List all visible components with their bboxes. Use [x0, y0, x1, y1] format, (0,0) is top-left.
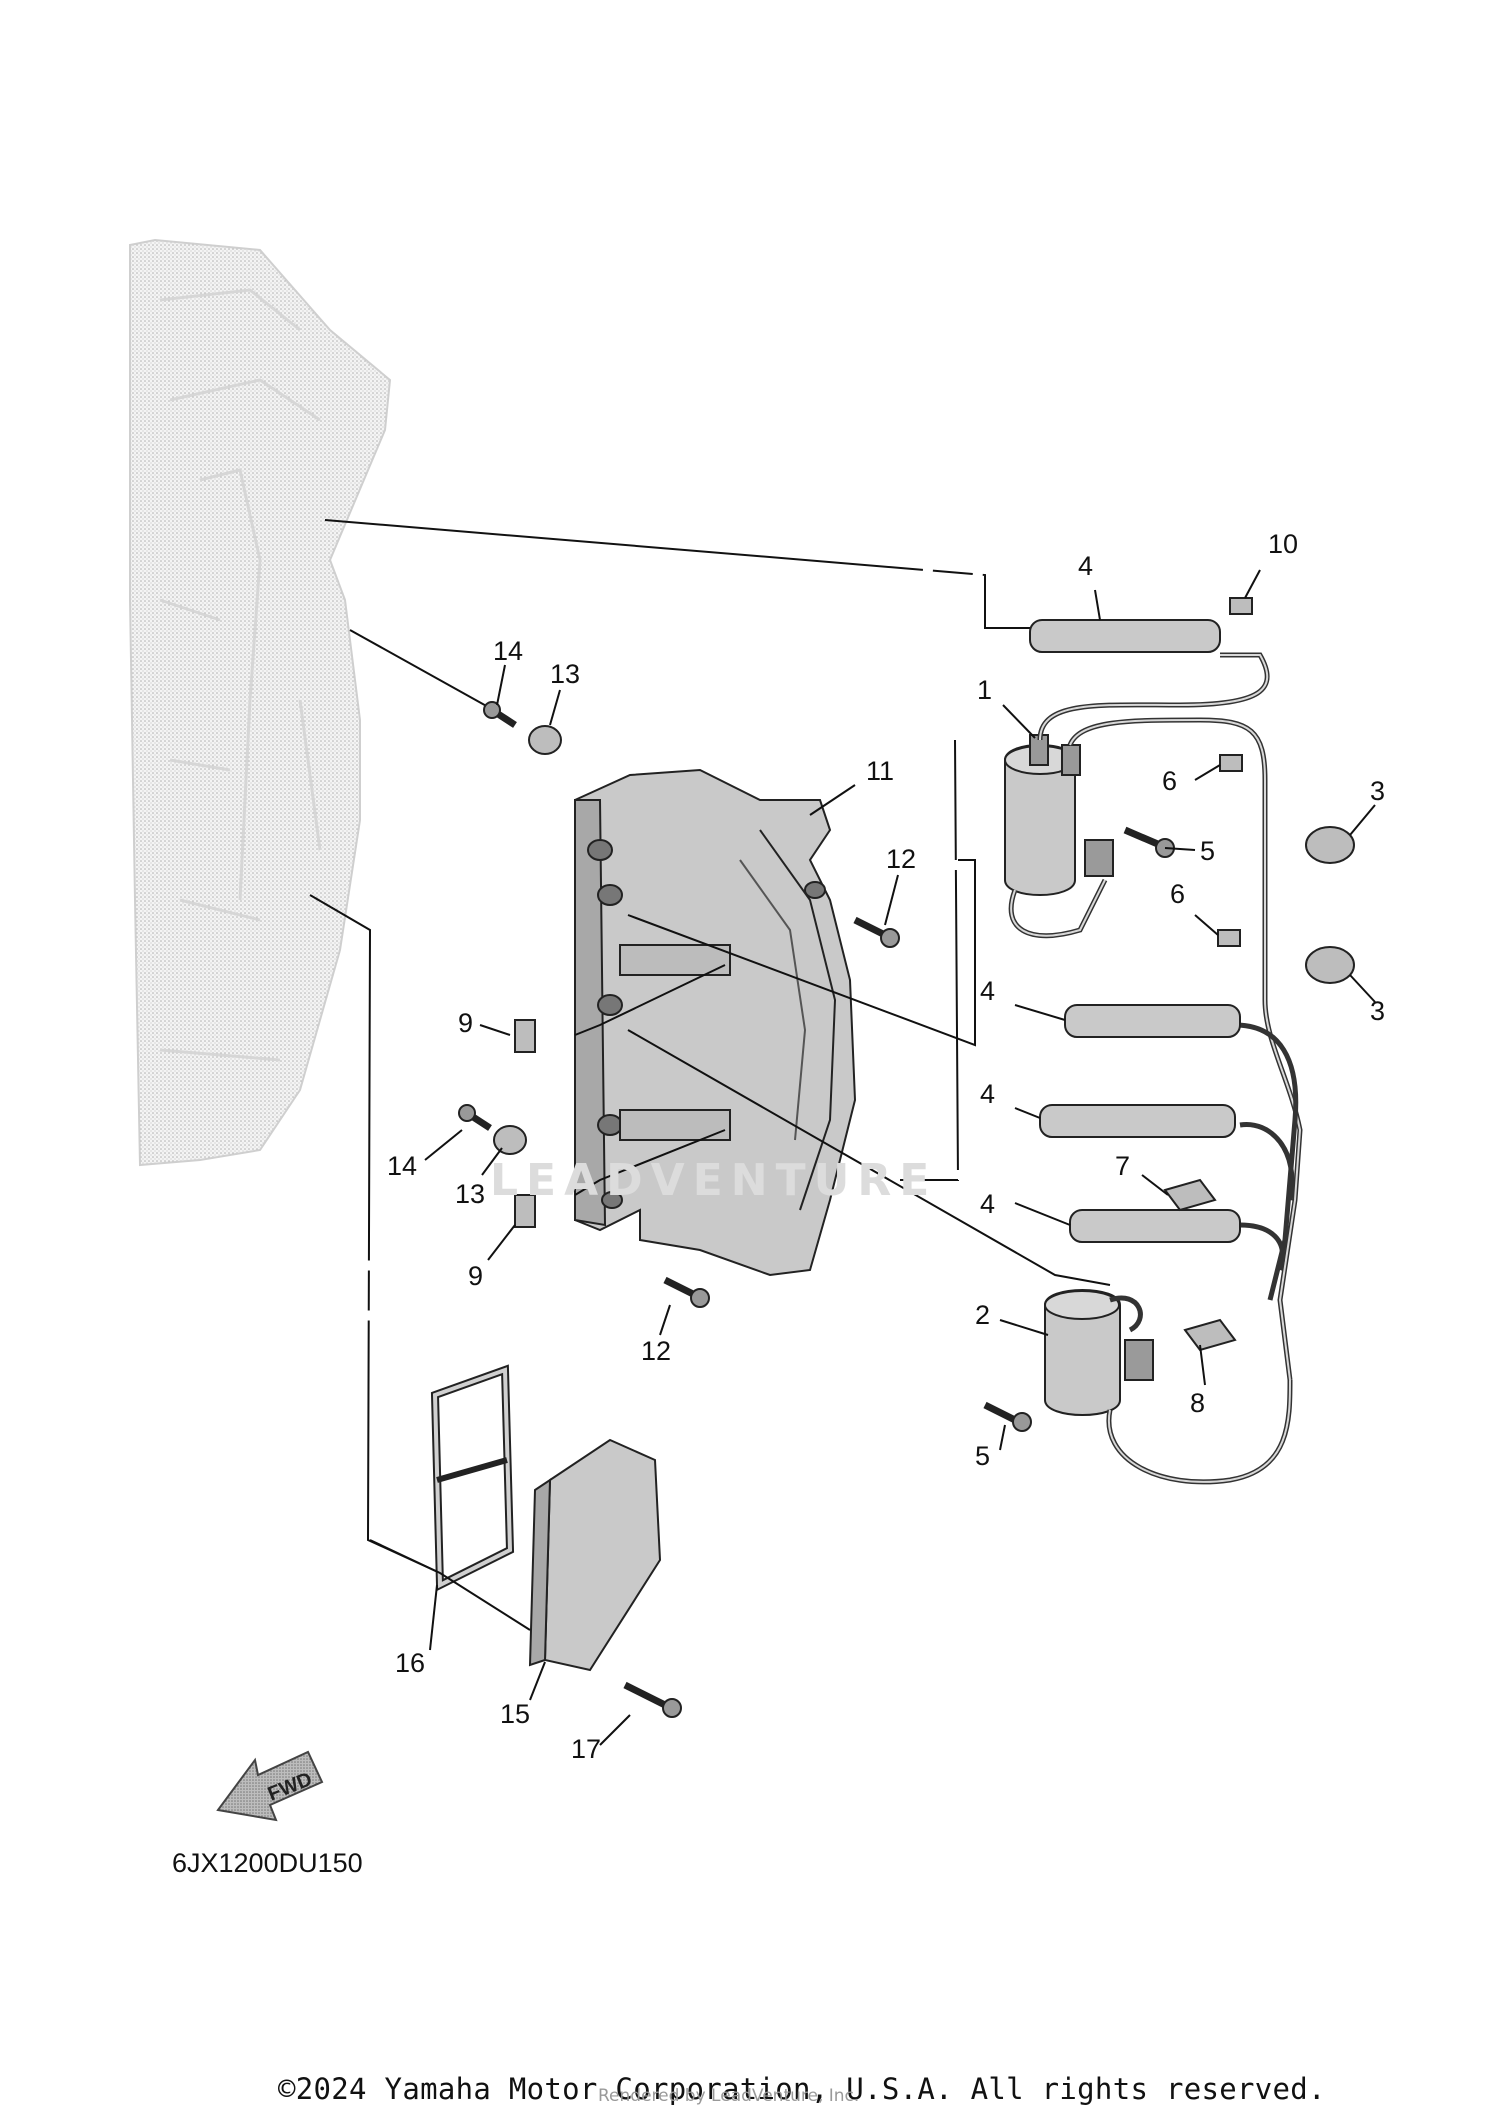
callout-9b: 9 [468, 1261, 483, 1291]
callout-13a: 13 [550, 659, 580, 689]
callout-10: 10 [1268, 529, 1298, 559]
callout-4d: 4 [980, 1189, 995, 1219]
assembly-lines [309, 519, 1030, 1574]
part-15-cover [528, 1438, 662, 1672]
callout-leaders [424, 569, 1376, 1746]
callout-4c: 4 [980, 1079, 995, 1109]
part-2-ignition-coil [1044, 1289, 1293, 1485]
lower-leaders [369, 1539, 531, 1631]
callout-3b: 3 [1370, 996, 1385, 1026]
bracket-leaders [574, 859, 1111, 1286]
small-parts [458, 597, 1355, 1718]
callout-16: 16 [395, 1648, 425, 1678]
callout-15: 15 [500, 1699, 530, 1729]
callout-14a: 14 [493, 636, 523, 666]
callout-6a: 6 [1162, 766, 1177, 796]
callout-13b: 13 [455, 1179, 485, 1209]
callout-11: 11 [866, 756, 894, 786]
part-4-plug-caps [1029, 619, 1241, 1243]
watermark: LEADVENTURE [490, 1155, 937, 1206]
callout-3a: 3 [1370, 776, 1385, 806]
callout-12a: 12 [886, 844, 916, 874]
callout-17: 17 [571, 1734, 601, 1764]
callout-labels: 1 2 3 3 4 4 4 4 5 5 6 6 7 8 9 9 10 11 12… [387, 529, 1385, 1764]
callout-4b: 4 [980, 976, 995, 1006]
callout-5a: 5 [1200, 836, 1215, 866]
wire-harness [1037, 652, 1303, 1381]
engine-block-outline [129, 238, 392, 1167]
callout-6b: 6 [1170, 879, 1185, 909]
fwd-arrow-icon: FWD [216, 1750, 324, 1822]
callout-4a: 4 [1078, 551, 1093, 581]
callout-1: 1 [977, 675, 992, 705]
callout-12b: 12 [641, 1336, 671, 1366]
callout-9a: 9 [458, 1008, 473, 1038]
callout-14b: 14 [387, 1151, 417, 1181]
callout-5b: 5 [975, 1441, 990, 1471]
callout-8: 8 [1190, 1388, 1205, 1418]
callout-7: 7 [1115, 1151, 1130, 1181]
copyright-notice: ©2024 Yamaha Motor Corporation, U.S.A. A… [278, 2072, 1326, 2106]
part-16-gasket [430, 1364, 515, 1592]
rendered-by-watermark: Rendered by LeadVenture, Inc. [598, 2086, 860, 2106]
diagram-code: 6JX1200DU150 [172, 1848, 363, 1878]
callout-2: 2 [975, 1300, 990, 1330]
part-1-ignition-coil [1004, 734, 1114, 939]
part-11-bracket [574, 768, 857, 1277]
